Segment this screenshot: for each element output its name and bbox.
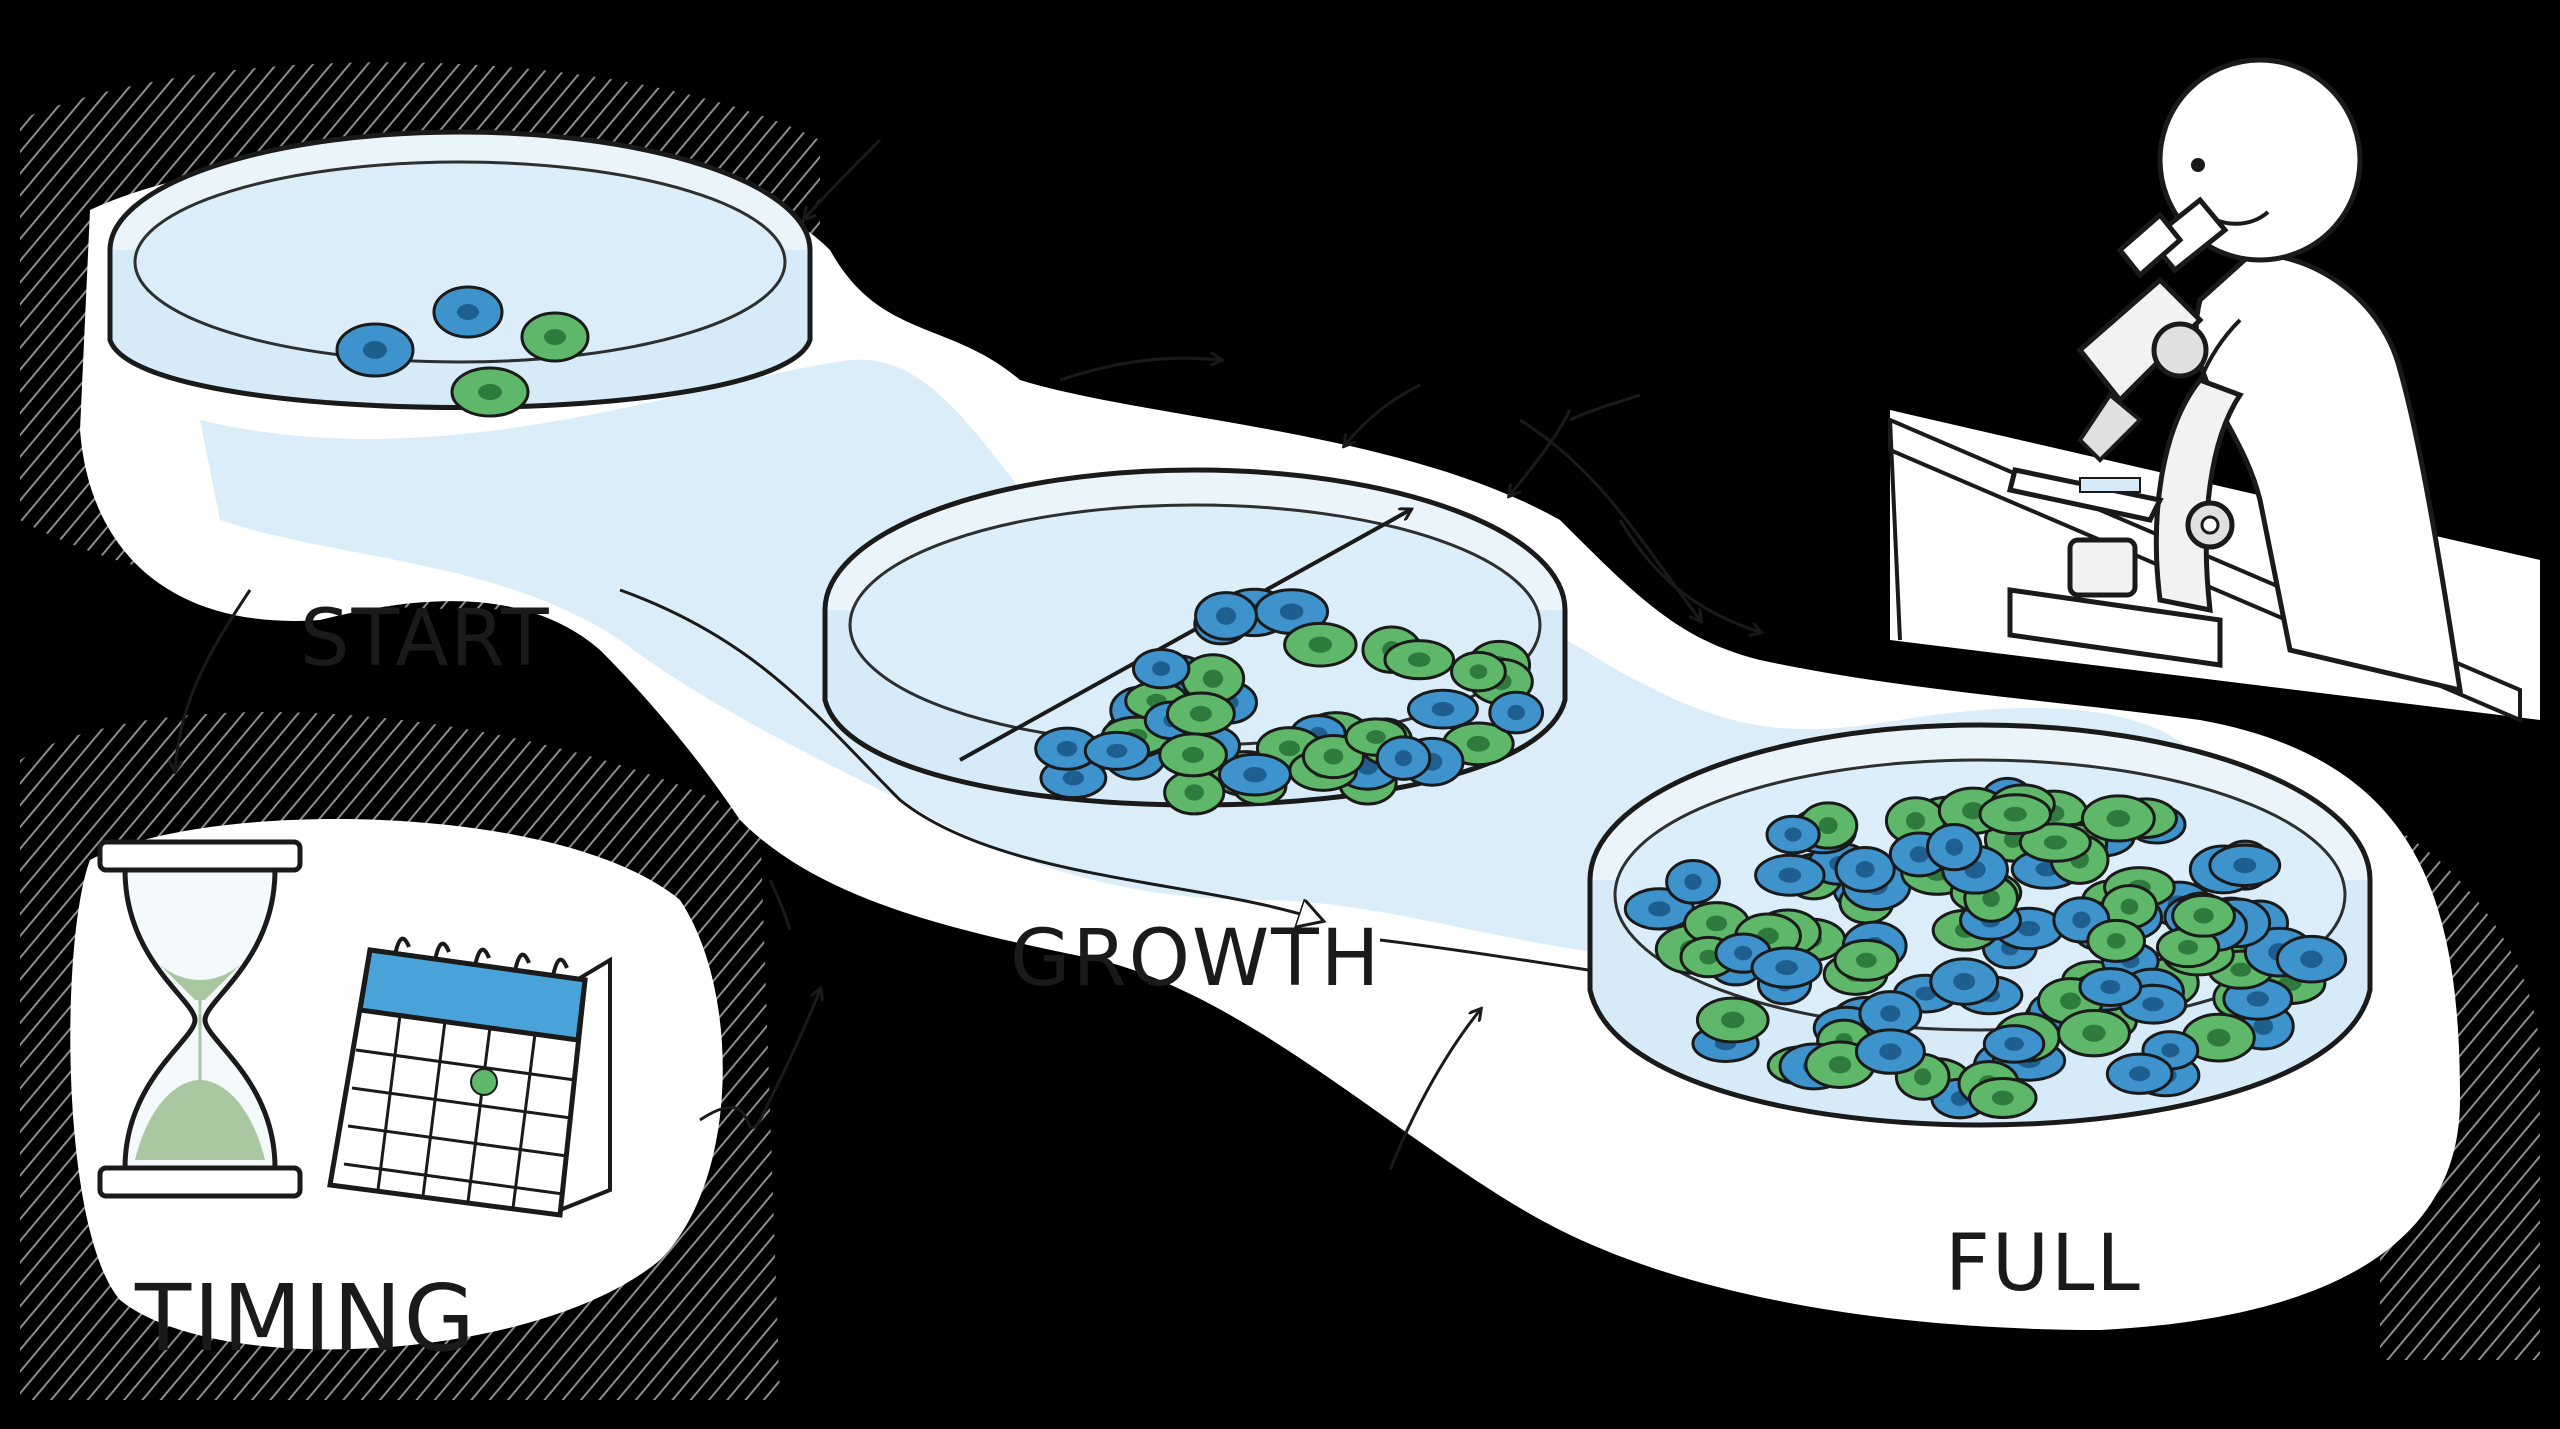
petri-dish-start [107, 129, 813, 418]
label-growth: GROWTH [1010, 914, 1381, 1004]
cell [1982, 1024, 2046, 1064]
cell [1834, 845, 1896, 893]
cell [1165, 691, 1236, 737]
cell [1194, 591, 1258, 641]
cell [1858, 990, 1923, 1037]
cell [1180, 653, 1246, 705]
calendar-grid [343, 1014, 576, 1209]
cell [2275, 934, 2348, 984]
cell [1929, 957, 2000, 1006]
full-cells [1623, 776, 2348, 1120]
cell [1283, 621, 1358, 668]
cell [1488, 690, 1545, 735]
cell [1375, 735, 1432, 781]
petri-dish-full [1587, 722, 2373, 1128]
cell [1163, 769, 1226, 816]
calendar-rings [393, 936, 569, 977]
microscope-icon [2006, 196, 2244, 668]
label-timing: TIMING [134, 1265, 477, 1372]
cell [1131, 647, 1191, 690]
cell [2105, 1052, 2174, 1095]
cell [1967, 1076, 2038, 1120]
cell [1765, 814, 1821, 855]
cell [1833, 938, 1900, 982]
cell [1383, 639, 1456, 681]
cell [2208, 843, 2282, 888]
cell [1754, 853, 1826, 897]
cell [1854, 1028, 1926, 1075]
cell [1665, 858, 1721, 905]
cell [1083, 730, 1151, 771]
growth-cells [1034, 587, 1545, 816]
cell [2181, 1012, 2256, 1063]
cell [1217, 752, 1292, 797]
cell [2080, 794, 2156, 843]
cell [1407, 688, 1479, 730]
cell [1750, 946, 1823, 989]
label-start: START [300, 594, 551, 684]
cell [1695, 996, 1770, 1044]
cell [2171, 893, 2236, 938]
cell [2155, 926, 2221, 969]
petri-dish-growth [822, 467, 1568, 816]
cell [2078, 967, 2143, 1007]
label-full: FULL [1945, 1219, 2142, 1309]
cell [1926, 823, 1983, 872]
cell [2018, 822, 2092, 863]
cell [1978, 793, 2052, 836]
calendar-icon [327, 936, 612, 1218]
cell [2086, 918, 2147, 963]
cell [1158, 732, 1228, 778]
arrow-icon [175, 138, 1760, 1171]
start-cells [335, 285, 590, 418]
cell [2057, 1009, 2131, 1058]
hourglass-icon [97, 839, 303, 1199]
cell [1450, 650, 1507, 693]
